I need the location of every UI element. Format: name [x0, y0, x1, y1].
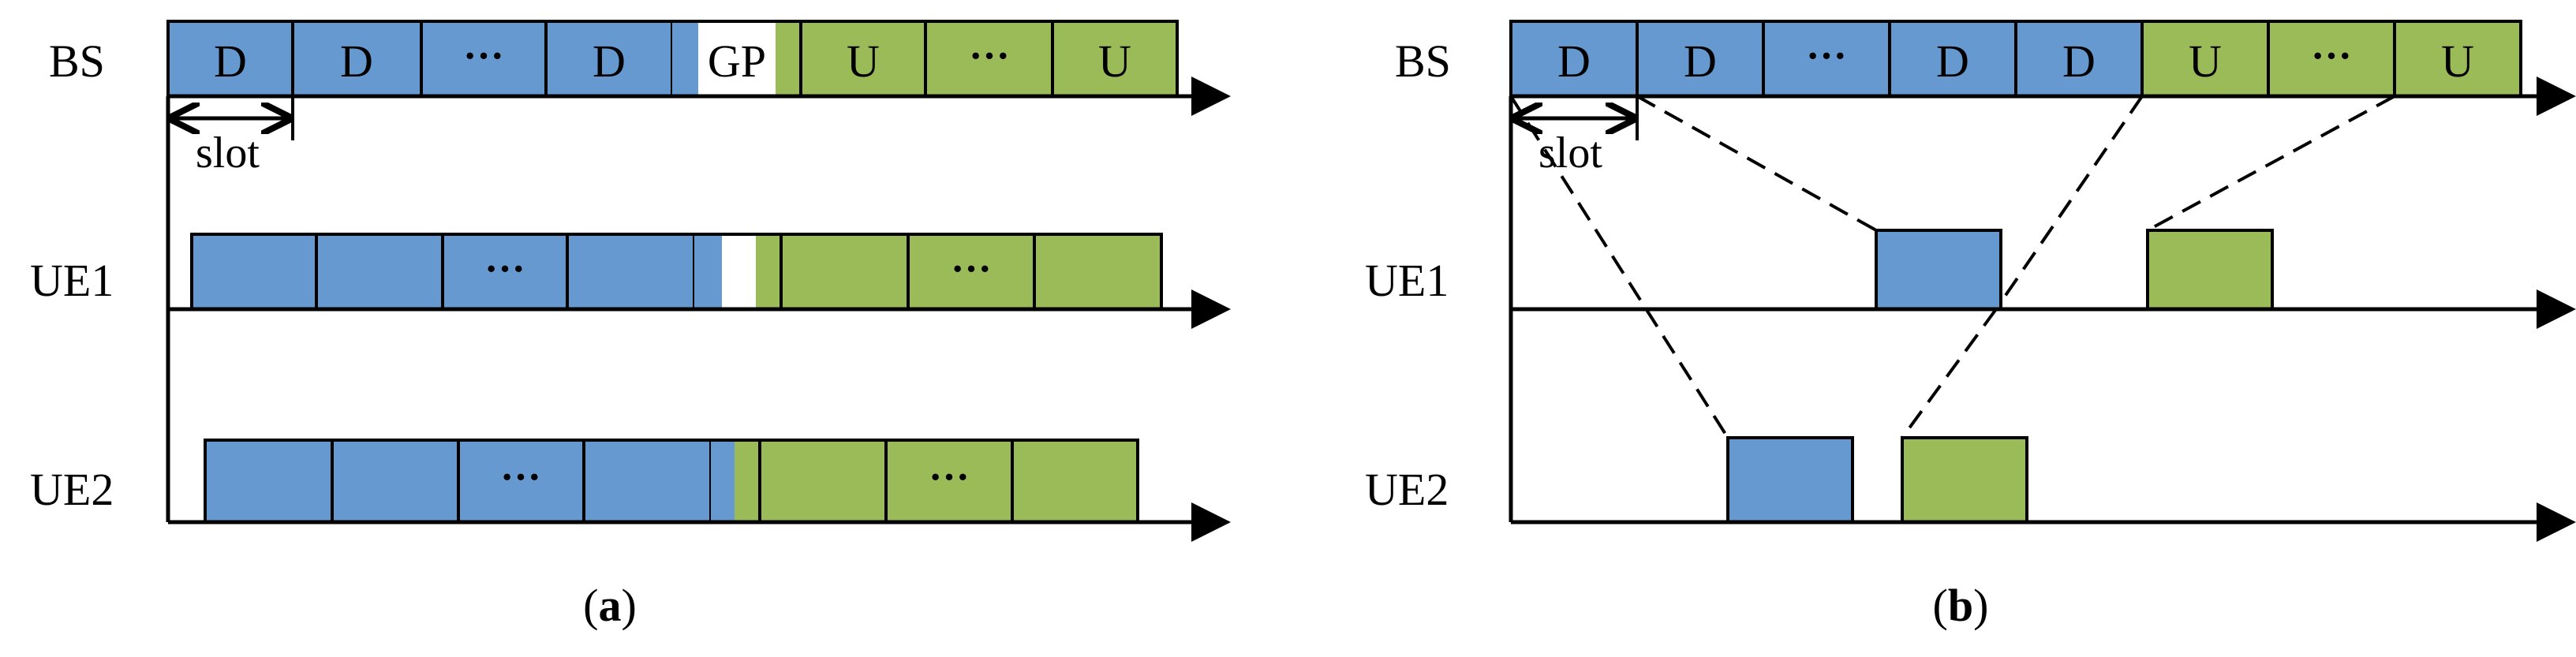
- slot-block-uplink: [799, 20, 927, 98]
- slot-label-ellipsis: ···: [1806, 34, 1847, 79]
- slot-label-ellipsis: ···: [951, 247, 992, 292]
- slot-block-uplink: [1011, 439, 1139, 524]
- slot-block-uplink: [907, 233, 1036, 311]
- slot-block-uplink: [780, 233, 910, 311]
- downlink-tail: [672, 21, 698, 96]
- slot-label: slot: [1538, 129, 1602, 177]
- guard-period: [698, 21, 776, 96]
- slot-block-downlink: [315, 233, 444, 311]
- ue1-uplink-block: [2146, 229, 2274, 311]
- guard-period: [722, 234, 756, 309]
- slot-label-ellipsis: ···: [969, 34, 1010, 79]
- slot-label-u: U: [2441, 35, 2474, 87]
- slot-label-u: U: [1098, 35, 1131, 87]
- slot-label: slot: [196, 129, 260, 177]
- panel-a: BS UE1 UE2 D D ··· D GP U ··· U: [30, 20, 1231, 631]
- slot-block-downlink: [291, 20, 423, 98]
- row-label-ue2: UE2: [1365, 464, 1449, 515]
- slot-block-downlink: [1888, 20, 2017, 98]
- slot-block-downlink: [204, 439, 334, 524]
- ue2-downlink-block: [1726, 436, 1854, 524]
- slot-block-uplink: [1033, 233, 1163, 311]
- slot-label-ellipsis: ···: [484, 247, 525, 292]
- dash-line: [1901, 308, 1998, 439]
- slot-label-d: D: [340, 35, 373, 87]
- dash-line: [1636, 95, 1877, 232]
- slot-block-downlink: [566, 233, 696, 311]
- panel-b: BS UE1 UE2 D D ··· D D U ··· U slot: [1365, 20, 2576, 631]
- slot-block-uplink: [1051, 20, 1179, 98]
- slot-label-u: U: [2189, 35, 2222, 87]
- slot-label-d: D: [1684, 35, 1717, 87]
- slot-label-ellipsis: ···: [463, 34, 504, 79]
- dash-line: [1509, 95, 1729, 439]
- ue2-uplink-block: [1901, 436, 2028, 524]
- caption-b: (b): [1933, 580, 1989, 631]
- caption-a: (a): [583, 580, 637, 631]
- slot-label-d: D: [1936, 35, 1969, 87]
- row-label-ue2: UE2: [30, 464, 114, 515]
- slot-label-d: D: [593, 35, 626, 87]
- propagation-lines: [1509, 95, 2395, 439]
- slot-label-ellipsis: ···: [929, 455, 970, 500]
- slot-block-downlink: [331, 439, 460, 524]
- bs-row-a: D D ··· D GP U ··· U: [166, 20, 1179, 98]
- slot-label-d: D: [214, 35, 247, 87]
- slot-label-ellipsis: ···: [2311, 34, 2352, 79]
- slot-block-downlink: [582, 439, 712, 524]
- slot-block-uplink: [758, 439, 888, 524]
- dash-line: [1995, 95, 2144, 311]
- row-label-bs: BS: [1395, 35, 1451, 87]
- slot-label-d: D: [1557, 35, 1591, 87]
- slot-label-d: D: [2062, 35, 2096, 87]
- slot-label-u: U: [847, 35, 880, 87]
- slot-block-downlink: [2014, 20, 2144, 98]
- ue1-row-a: ··· ···: [190, 233, 1163, 311]
- ue1-downlink-block: [1875, 229, 2002, 311]
- slot-block-downlink: [190, 233, 318, 311]
- slot-block-uplink: [924, 20, 1054, 98]
- downlink-tail: [694, 234, 722, 309]
- ue2-row-a: ··· ···: [204, 439, 1139, 524]
- row-label-bs: BS: [49, 35, 105, 87]
- uplink-head: [776, 21, 801, 96]
- row-label-ue1: UE1: [30, 255, 114, 306]
- bs-row-b: D D ··· D D U ··· U: [1509, 20, 2522, 98]
- uplink-head: [735, 440, 760, 522]
- dash-line: [2147, 95, 2395, 232]
- slot-label-gp: GP: [708, 35, 766, 87]
- row-label-ue1: UE1: [1365, 255, 1449, 306]
- slot-block-downlink: [1509, 20, 1639, 98]
- downlink-tail: [711, 440, 735, 522]
- slot-label-ellipsis: ···: [500, 455, 541, 500]
- uplink-head: [756, 234, 781, 309]
